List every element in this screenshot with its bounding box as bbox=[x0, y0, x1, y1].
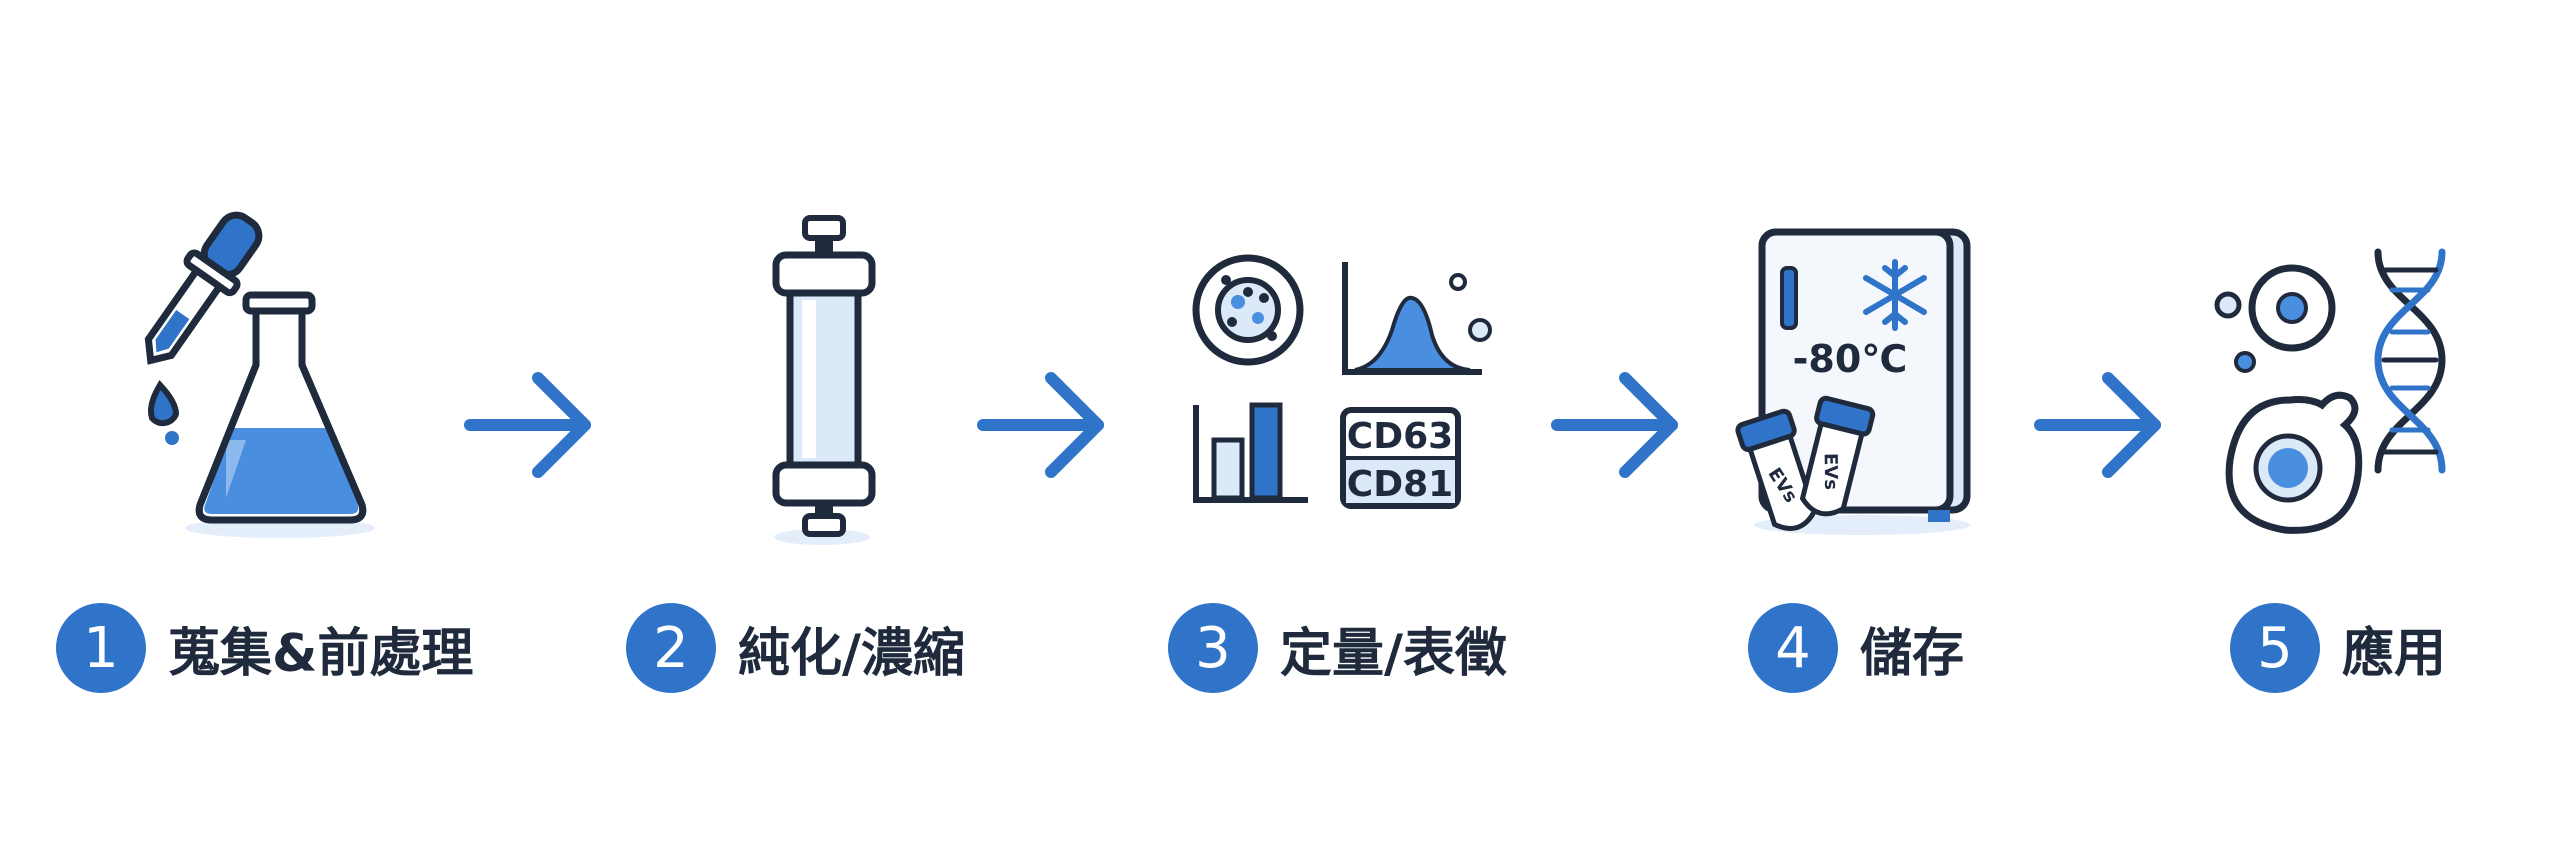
sample-tube-icon: EVs bbox=[1799, 395, 1876, 517]
marker-box: CD63 CD81 bbox=[1340, 407, 1461, 509]
sample-tube-icon: EVs bbox=[1735, 408, 1818, 531]
arrow-right-icon bbox=[1551, 372, 1678, 478]
step-number-badge: 1 bbox=[56, 603, 146, 693]
tube-label: EVs bbox=[1820, 453, 1842, 490]
step-5-label: 5 應用 bbox=[2230, 598, 2446, 698]
marker-cd63-text: CD63 bbox=[1347, 416, 1453, 457]
step-number-badge: 4 bbox=[1748, 603, 1838, 693]
step-title: 蒐集&前處理 bbox=[168, 623, 474, 684]
step-title: 定量/表徵 bbox=[1280, 623, 1507, 684]
step-2-label: 2 純化/濃縮 bbox=[626, 598, 965, 698]
vesicle-icon bbox=[1192, 254, 1304, 366]
snowflake-icon bbox=[1863, 259, 1927, 331]
step-number-badge: 2 bbox=[626, 603, 716, 693]
bar-chart-icon bbox=[1193, 402, 1308, 503]
step-4-label: 4 儲存 bbox=[1748, 598, 1964, 698]
step-3-label: 3 定量/表徵 bbox=[1168, 598, 1507, 698]
arrow-right-icon bbox=[464, 372, 591, 478]
step-number-badge: 3 bbox=[1168, 603, 1258, 693]
distribution-plot-icon bbox=[1342, 262, 1492, 375]
marker-cd81-text: CD81 bbox=[1347, 464, 1453, 505]
flask-dropper-icon bbox=[144, 211, 375, 538]
analysis-icon: CD63 CD81 bbox=[1192, 254, 1492, 509]
step-title: 儲存 bbox=[1860, 623, 1965, 684]
arrow-right-icon bbox=[2034, 372, 2161, 478]
step-1-label: 1 蒐集&前處理 bbox=[56, 598, 473, 698]
freezer-temperature: -80℃ bbox=[1793, 337, 1908, 381]
arrow-right-icon bbox=[977, 372, 1104, 478]
step-title: 應用 bbox=[2342, 623, 2447, 684]
chromatography-column-icon bbox=[772, 215, 876, 545]
step-number-badge: 5 bbox=[2230, 603, 2320, 693]
cell-dna-icon bbox=[2214, 248, 2446, 534]
dna-icon bbox=[2374, 248, 2446, 474]
step-title: 純化/濃縮 bbox=[738, 623, 965, 684]
freezer-icon: -80℃ EVs EVs bbox=[1735, 228, 1971, 535]
